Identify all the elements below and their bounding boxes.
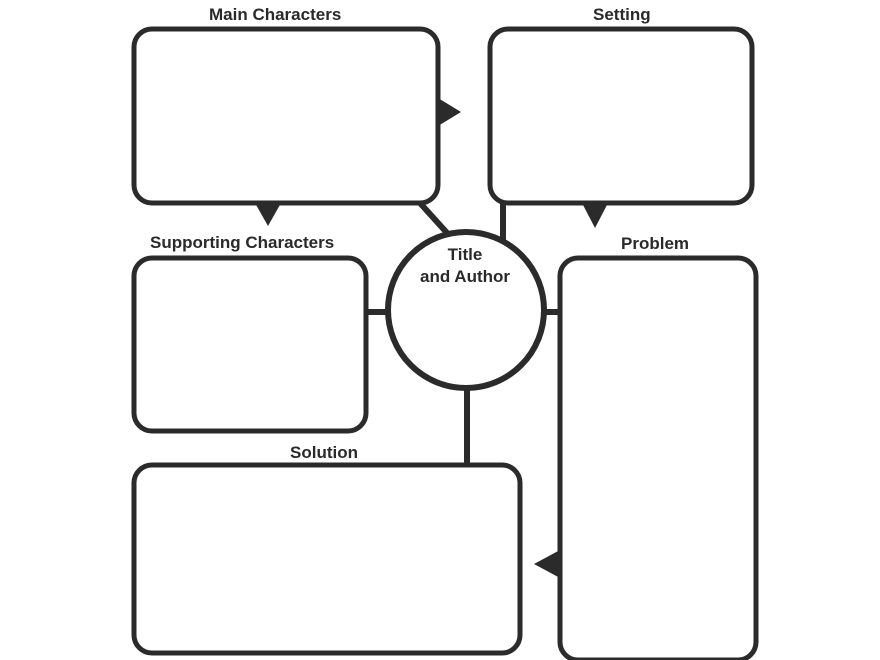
center-label-line-1: Title [447, 245, 483, 264]
box-problem [557, 255, 759, 660]
arrow-down-icon [582, 203, 608, 228]
box-solution [131, 462, 523, 656]
arrow-left-icon [534, 550, 560, 578]
center-label-line-2: and Author [419, 267, 511, 286]
connector-main-to-center [417, 200, 451, 237]
arrow-down-icon [255, 203, 281, 226]
box-setting [487, 26, 755, 206]
solution-label: Solution [290, 443, 358, 462]
center-circle [385, 229, 547, 391]
title-and-author-label: Title and Author [387, 244, 543, 288]
arrow-right-icon [438, 98, 461, 126]
problem-label: Problem [621, 234, 690, 253]
main-characters-label: Main Characters [209, 5, 342, 24]
supporting-characters-label: Supporting Characters [150, 233, 335, 252]
box-main-characters [131, 26, 441, 206]
setting-label: Setting [593, 5, 651, 24]
box-supporting-characters [131, 255, 369, 434]
